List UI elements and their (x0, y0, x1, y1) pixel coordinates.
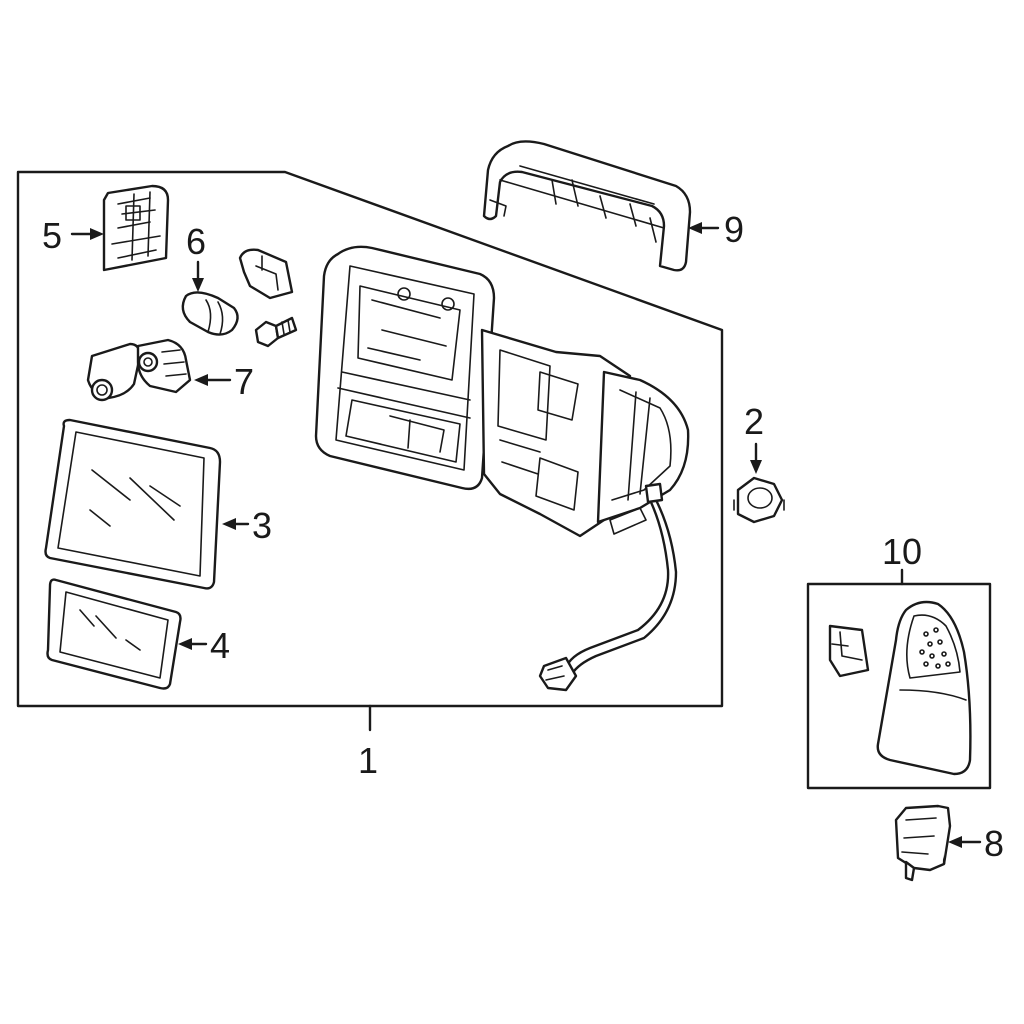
callout-6: 6 (186, 221, 206, 262)
callout-8: 8 (984, 823, 1004, 864)
callout-1: 1 (358, 740, 378, 781)
arrow-2 (750, 460, 762, 474)
part-10-clip (828, 624, 870, 678)
arrow-6 (192, 278, 204, 292)
callout-4: 4 (210, 625, 230, 666)
part-10-box (806, 582, 992, 790)
part-8-socket (894, 804, 952, 882)
arrow-4 (178, 638, 192, 650)
part-4-spotter-glass (46, 578, 182, 690)
part-3-mirror-glass (44, 418, 222, 590)
part-7-motor (86, 338, 192, 402)
clip-part (238, 248, 294, 300)
part-2-nut (733, 476, 785, 524)
wire-harness (538, 482, 678, 692)
arrow-5 (90, 228, 104, 240)
callout-7: 7 (234, 361, 254, 402)
part-9-cover-cap (482, 140, 692, 272)
mirror-housing (314, 245, 690, 538)
arrow-9 (688, 222, 702, 234)
callout-10: 10 (882, 531, 922, 572)
arrow-8 (948, 836, 962, 848)
part-5-bracket (102, 184, 170, 272)
part-6-bulb (181, 291, 239, 336)
lamp-led-dots (919, 627, 951, 669)
assembly-boundary (16, 170, 724, 708)
callout-3: 3 (252, 505, 272, 546)
callout-2: 2 (744, 401, 764, 442)
callout-5: 5 (42, 215, 62, 256)
arrow-7 (194, 374, 208, 386)
callout-9: 9 (724, 209, 744, 250)
part-10-signal-lamp (876, 600, 972, 776)
arrow-3 (222, 518, 236, 530)
screw-part (254, 316, 298, 348)
